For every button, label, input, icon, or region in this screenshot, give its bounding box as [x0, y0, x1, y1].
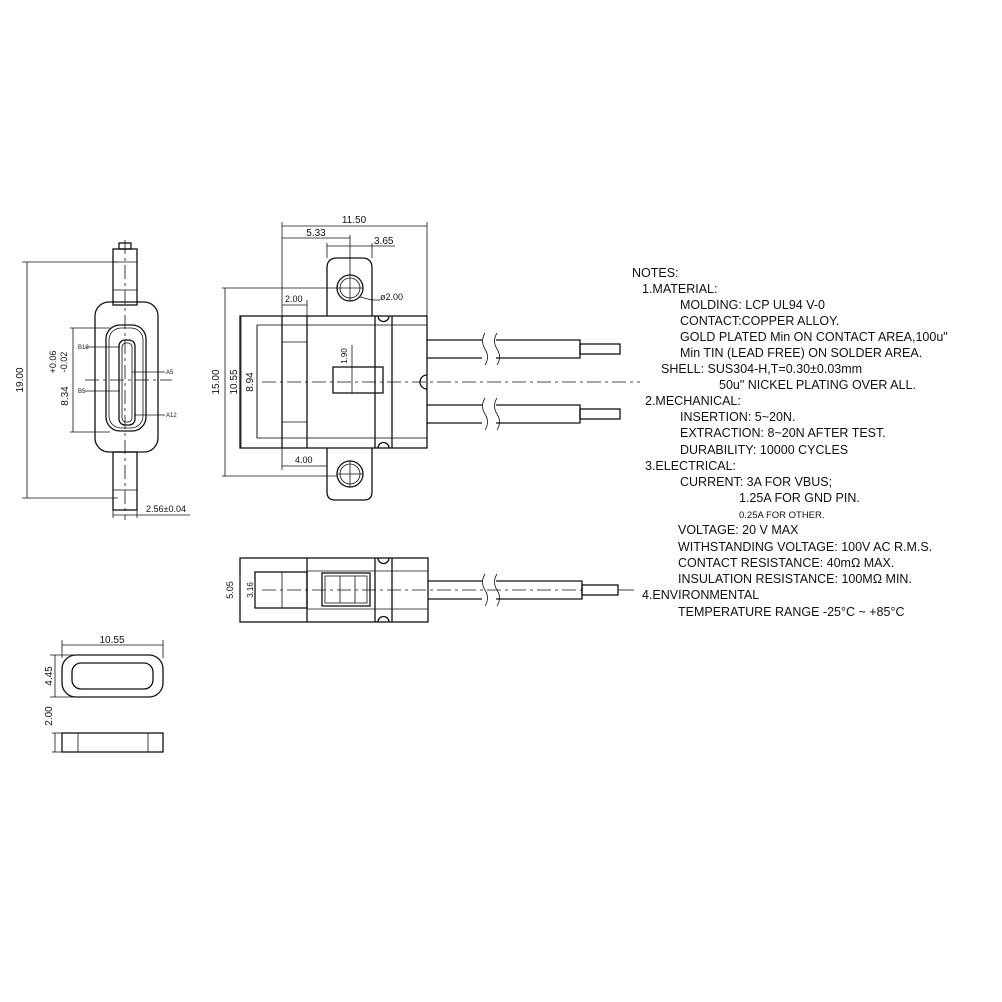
dim-5-05: 5.05	[225, 581, 235, 599]
dim-1-90: 1.90	[340, 348, 349, 364]
dim-10-55: 10.55	[229, 369, 240, 394]
dim-19: 19.00	[15, 367, 26, 392]
dim-11-50: 11.50	[342, 215, 367, 226]
note-line: CURRENT: 3A FOR VBUS;	[680, 475, 832, 489]
cap-view: 10.55 4.45 2.00	[44, 635, 164, 753]
note-line: 4.ENVIRONMENTAL	[642, 588, 759, 602]
dim-2-56: 2.56±0.04	[146, 504, 186, 514]
dim-5-33: 5.33	[306, 228, 326, 239]
tol-minus: -0.02	[59, 352, 69, 373]
pin-label: A5	[166, 370, 174, 376]
note-line: VOLTAGE: 20 V MAX	[678, 523, 799, 537]
note-line: MOLDING: LCP UL94 V-0	[680, 298, 825, 312]
top-view: 1.90 11.50 5.33 3.65 ø2.00 2.00 4.00 15.…	[211, 215, 640, 501]
note-line: TEMPERATURE RANGE -25°C ~ +85°C	[678, 605, 905, 619]
note-line: Min TIN (LEAD FREE) ON SOLDER AREA.	[680, 346, 922, 360]
pin-label: B5	[78, 389, 86, 395]
dim-3-65: 3.65	[374, 236, 394, 247]
tol-plus: +0.06	[48, 351, 58, 374]
dim-hole-dia: ø2.00	[380, 292, 403, 302]
side-view: 5.05 3.16	[225, 557, 634, 623]
front-view: 19.00 8.34 +0.06 -0.02 B12 B5 A5 A12 2.5…	[15, 240, 190, 520]
note-line: WITHSTANDING VOLTAGE: 100V AC R.M.S.	[678, 540, 932, 554]
note-line: GOLD PLATED Min ON CONTACT AREA,100u"	[680, 330, 948, 344]
dim-cap-10-55: 10.55	[99, 635, 124, 646]
dim-8-34: 8.34	[60, 386, 71, 406]
dim-3-16: 3.16	[246, 582, 255, 598]
dim-2-00: 2.00	[285, 294, 303, 304]
note-line: 0.25A FOR OTHER.	[739, 510, 825, 521]
note-line: 2.MECHANICAL:	[645, 394, 741, 408]
note-line: CONTACT:COPPER ALLOY.	[680, 314, 839, 328]
dim-15-00: 15.00	[211, 369, 222, 394]
pin-label: A12	[166, 413, 177, 419]
note-line: 3.ELECTRICAL:	[645, 459, 736, 473]
note-line: INSERTION: 5~20N.	[680, 410, 795, 424]
dim-4-00: 4.00	[295, 455, 313, 465]
dim-8-94: 8.94	[245, 372, 256, 392]
note-line: INSULATION RESISTANCE: 100MΩ MIN.	[678, 572, 912, 586]
pin-label: B12	[78, 345, 89, 351]
notes: NOTES: 1.MATERIAL: MOLDING: LCP UL94 V-0…	[632, 266, 948, 619]
note-line: EXTRACTION: 8~20N AFTER TEST.	[680, 426, 886, 440]
note-line: SHELL: SUS304-H,T=0.30±0.03mm	[661, 362, 862, 376]
note-line: DURABILITY: 10000 CYCLES	[680, 443, 848, 457]
note-line: 50u" NICKEL PLATING OVER ALL.	[719, 378, 916, 392]
notes-title: NOTES:	[632, 266, 679, 280]
note-line: 1.25A FOR GND PIN.	[739, 491, 860, 505]
dim-4-45: 4.45	[44, 666, 55, 686]
note-line: 1.MATERIAL:	[642, 282, 717, 296]
note-line: CONTACT RESISTANCE: 40mΩ MAX.	[678, 556, 894, 570]
dim-2-00-thick: 2.00	[44, 706, 55, 726]
